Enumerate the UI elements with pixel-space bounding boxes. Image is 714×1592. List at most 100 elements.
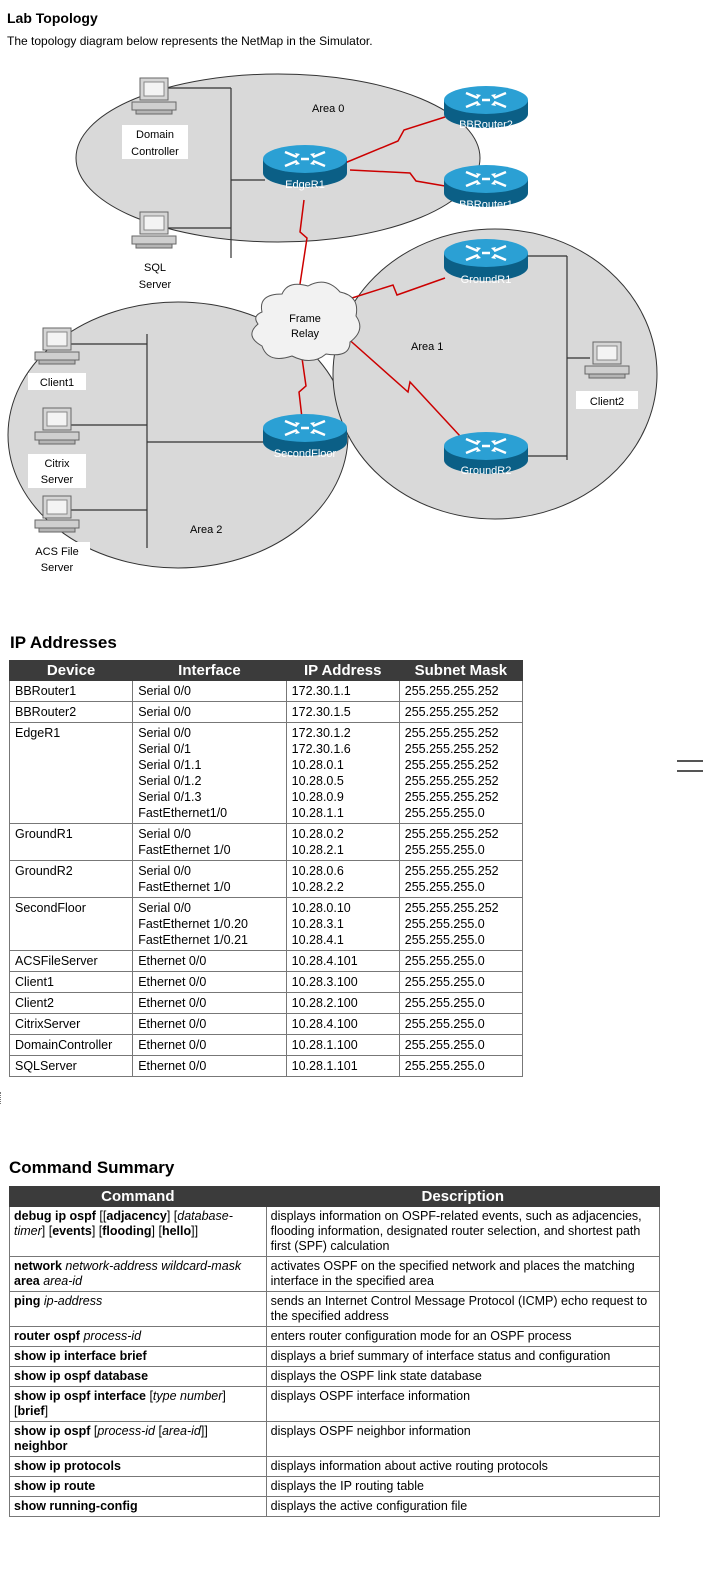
command-segment: ] [ xyxy=(14,1389,226,1418)
table-row: CitrixServer Ethernet 0/0 10.28.4.100 255.2… xyxy=(8,1013,524,1035)
ip-cell-line: 172.30.1.5 xyxy=(291,705,351,719)
ip-address-table: Device Interface IP Address Subnet Mask … xyxy=(8,660,524,1077)
mask-cell-line: 255.255.255.252 xyxy=(404,742,499,756)
mask-cell-line: 255.255.255.0 xyxy=(404,806,485,820)
command-segment: ]] xyxy=(200,1424,208,1438)
router-secondfloor-label: SecondFloor xyxy=(274,448,337,460)
mask-cell-line: 255.255.255.0 xyxy=(404,917,485,931)
ip-cell: 10.28.4.100 xyxy=(285,1013,400,1035)
command-segment: debug ip ospf xyxy=(14,1209,100,1223)
mask-cell-line: 255.255.255.252 xyxy=(404,827,499,841)
mask-cell-line: 255.255.255.0 xyxy=(404,1038,485,1052)
command-cell: show ip interface brief xyxy=(9,1346,267,1367)
command-summary-table: Command Description debug ip ospf [[adja… xyxy=(9,1186,661,1517)
host-acs-label-line2: Server xyxy=(41,562,74,574)
ip-cell-line: 10.28.1.100 xyxy=(291,1038,358,1052)
ip-cell-line: 10.28.4.1 xyxy=(291,933,344,947)
interface-cell-line: Ethernet 0/0 xyxy=(138,954,207,968)
network-topology-diagram: Area 0 Area 1 Area 2 Frame Relay BBRoute… xyxy=(7,73,658,576)
host-domain-label-line1: Domain xyxy=(136,129,174,141)
interface-cell-line: Ethernet 0/0 xyxy=(138,1017,207,1031)
ip-cell-line: 10.28.1.101 xyxy=(291,1059,358,1073)
description-cell: displays the OSPF link state database xyxy=(265,1366,661,1387)
interface-cell-line: Serial 0/0 xyxy=(138,705,191,719)
command-segment: adjacency xyxy=(106,1209,167,1223)
mask-cell: 255.255.255.0 xyxy=(398,992,524,1014)
command-segment: area-id xyxy=(161,1424,201,1438)
mask-cell-line: 255.255.255.252 xyxy=(404,864,499,878)
table-row: show ip ospf [process-id [area-id]] neig… xyxy=(9,1421,661,1457)
ip-cell: 172.30.1.1 xyxy=(285,680,400,702)
description-cell: displays OSPF interface information xyxy=(265,1386,661,1422)
interface-cell-line: Serial 0/1.3 xyxy=(138,790,202,804)
interface-cell: Ethernet 0/0 xyxy=(132,1013,287,1035)
left-edge-tick xyxy=(0,1092,3,1104)
device-cell: BBRouter1 xyxy=(8,680,134,702)
command-segment: router ospf xyxy=(14,1329,84,1343)
mask-cell: 255.255.255.0 xyxy=(398,1055,524,1077)
side-scroll-marker xyxy=(677,760,703,772)
ip-cell-line: 10.28.3.100 xyxy=(291,975,358,989)
command-segment: ] xyxy=(44,1404,49,1418)
frame-relay-cloud: Frame Relay xyxy=(251,281,361,361)
command-segment: process-id xyxy=(83,1329,142,1343)
device-cell: DomainController xyxy=(8,1034,134,1056)
device-cell: Client1 xyxy=(8,971,134,993)
cmd-header-description: Description xyxy=(265,1186,661,1207)
interface-cell-line: Serial 0/1 xyxy=(138,742,191,756)
host-sql-label-line2: Server xyxy=(139,279,172,291)
mask-cell-line: 255.255.255.252 xyxy=(404,684,499,698)
command-cell: debug ip ospf [[adjacency] [database-tim… xyxy=(9,1206,267,1257)
command-segment: show ip ospf database xyxy=(14,1369,149,1383)
command-segment: ] [ xyxy=(41,1224,53,1238)
mask-cell-line: 255.255.255.0 xyxy=(404,954,485,968)
mask-cell-line: 255.255.255.252 xyxy=(404,774,499,788)
device-cell: Client2 xyxy=(8,992,134,1014)
description-cell: displays OSPF neighbor information xyxy=(265,1421,661,1457)
host-client1-label: Client1 xyxy=(40,377,74,389)
area-0-label: Area 0 xyxy=(312,103,344,115)
description-cell: displays the IP routing table xyxy=(265,1476,661,1497)
ip-cell-line: 10.28.4.100 xyxy=(291,1017,358,1031)
mask-cell-line: 255.255.255.0 xyxy=(404,843,485,857)
ip-cell-line: 10.28.0.10 xyxy=(291,901,351,915)
table-row: show ip ospf database displays the OSPF l… xyxy=(9,1366,661,1387)
description-cell: activates OSPF on the specified network … xyxy=(265,1256,661,1292)
command-segment: flooding xyxy=(102,1224,152,1238)
router-groundr2-label: GroundR2 xyxy=(461,465,512,477)
ip-cell-line: 10.28.0.5 xyxy=(291,774,344,788)
description-cell: enters router configuration mode for an … xyxy=(265,1326,661,1347)
ip-cell-line: 10.28.1.1 xyxy=(291,806,344,820)
device-cell: CitrixServer xyxy=(8,1013,134,1035)
command-segment: ] [ xyxy=(166,1209,178,1223)
cloud-label-line1: Frame xyxy=(289,313,321,325)
interface-cell: Serial 0/0 xyxy=(132,680,287,702)
command-segment: show ip ospf interface xyxy=(14,1389,150,1403)
mask-cell-line: 255.255.255.252 xyxy=(404,758,499,772)
interface-cell-line: Ethernet 0/0 xyxy=(138,996,207,1010)
interface-cell-line: FastEthernet 1/0.20 xyxy=(138,917,248,931)
ip-cell-line: 10.28.4.101 xyxy=(291,954,358,968)
mask-cell-line: 255.255.255.0 xyxy=(404,933,485,947)
table-row: network network-address wildcard-mask ar… xyxy=(9,1256,661,1292)
ip-cell-line: 10.28.0.1 xyxy=(291,758,344,772)
command-segment: process-id xyxy=(97,1424,156,1438)
ip-cell: 10.28.4.101 xyxy=(285,950,400,972)
command-cell: show ip ospf database xyxy=(9,1366,267,1387)
interface-cell-line: Ethernet 0/0 xyxy=(138,975,207,989)
command-segment: [ xyxy=(149,1389,153,1403)
mask-cell: 255.255.255.252 xyxy=(398,701,524,723)
description-cell: displays a brief summary of interface st… xyxy=(265,1346,661,1367)
mask-cell-line: 255.255.255.0 xyxy=(404,1017,485,1031)
command-segment: events xyxy=(52,1224,92,1238)
command-segment: ] [ xyxy=(91,1224,103,1238)
area-2-label: Area 2 xyxy=(190,524,222,536)
mask-cell: 255.255.255.0 xyxy=(398,1013,524,1035)
host-acs-label-line1: ACS File xyxy=(35,546,78,558)
